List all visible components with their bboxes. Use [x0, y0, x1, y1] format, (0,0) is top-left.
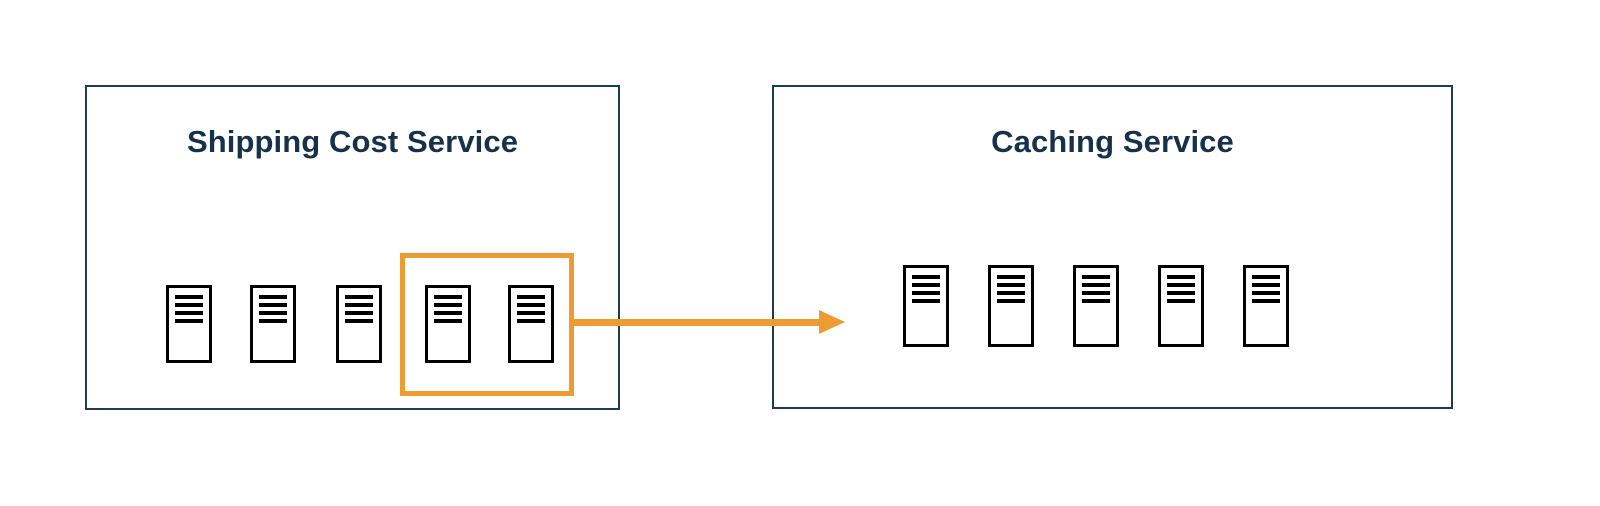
server-icon[interactable] [903, 265, 949, 347]
server-bar [1166, 283, 1196, 287]
server-icon[interactable] [250, 285, 296, 363]
server-bar [911, 275, 941, 279]
selected-servers-highlight[interactable] [400, 253, 574, 396]
server-icon[interactable] [166, 285, 212, 363]
server-bar [1166, 291, 1196, 295]
server-bar [1081, 299, 1111, 303]
server-bar [1251, 299, 1281, 303]
server-bar [516, 295, 546, 299]
server-bar [433, 303, 463, 307]
server-bar [174, 311, 204, 315]
server-bar [911, 291, 941, 295]
server-bar [433, 295, 463, 299]
server-bar [516, 319, 546, 323]
server-bar [433, 319, 463, 323]
server-icon[interactable] [1243, 265, 1289, 347]
panel-caching-service[interactable]: Caching Service [772, 85, 1453, 409]
server-icon[interactable] [425, 285, 471, 363]
server-bar [258, 311, 288, 315]
server-bar [344, 303, 374, 307]
server-bar [996, 275, 1026, 279]
panel-shipping-cost-service[interactable]: Shipping Cost Service [85, 85, 620, 410]
arrow-head-icon [819, 310, 845, 334]
server-bar [911, 283, 941, 287]
server-bar [516, 303, 546, 307]
server-bar [911, 299, 941, 303]
server-bar [1081, 283, 1111, 287]
server-bar [1166, 275, 1196, 279]
server-bar [1166, 299, 1196, 303]
server-bar [258, 295, 288, 299]
server-bar [996, 299, 1026, 303]
server-bar [433, 311, 463, 315]
server-bar [344, 311, 374, 315]
server-bar [1081, 275, 1111, 279]
server-icon[interactable] [508, 285, 554, 363]
server-icon[interactable] [1073, 265, 1119, 347]
server-bar [174, 319, 204, 323]
server-icon[interactable] [336, 285, 382, 363]
server-bar [996, 291, 1026, 295]
shipping-to-caching-arrow[interactable] [573, 310, 845, 334]
server-bar [1251, 275, 1281, 279]
server-bar [344, 295, 374, 299]
server-bar [996, 283, 1026, 287]
server-bar [258, 319, 288, 323]
arrow-line [573, 318, 819, 326]
panel-title-caching-service: Caching Service [991, 124, 1234, 159]
server-bar [344, 319, 374, 323]
panel-title-shipping-cost-service: Shipping Cost Service [186, 124, 519, 159]
server-bar [1251, 283, 1281, 287]
server-bar [1251, 291, 1281, 295]
server-bar [516, 311, 546, 315]
server-bar [258, 303, 288, 307]
server-icon[interactable] [988, 265, 1034, 347]
server-bar [1081, 291, 1111, 295]
server-bar [174, 295, 204, 299]
server-icon[interactable] [1158, 265, 1204, 347]
server-bar [174, 303, 204, 307]
